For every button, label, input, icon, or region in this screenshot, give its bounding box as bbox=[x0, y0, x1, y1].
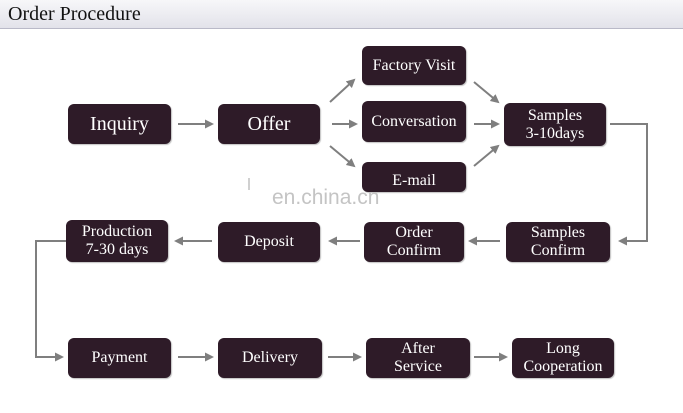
node-conversation: Conversation bbox=[362, 101, 466, 142]
node-samples-confirm: Samples Confirm bbox=[506, 222, 610, 262]
arrow-samples-samples-confirm bbox=[610, 123, 648, 246]
watermark: en.china.cn bbox=[272, 186, 380, 209]
node-production: Production 7-30 days bbox=[66, 220, 168, 262]
node-deposit: Deposit bbox=[218, 222, 320, 262]
header-bar: Order Procedure bbox=[0, 0, 683, 29]
node-payment: Payment bbox=[68, 338, 171, 378]
page-title: Order Procedure bbox=[8, 3, 141, 25]
node-factory-visit: Factory Visit bbox=[362, 46, 466, 85]
node-samples: Samples 3-10days bbox=[504, 103, 606, 146]
node-after-service: After Service bbox=[366, 338, 470, 378]
arrow-offer-factory-visit bbox=[329, 78, 356, 103]
watermark-glyph bbox=[248, 178, 260, 190]
node-order-confirm: Order Confirm bbox=[364, 222, 464, 262]
arrow-offer-email bbox=[329, 145, 356, 168]
node-long-cooperation: Long Cooperation bbox=[512, 338, 614, 378]
node-email: E-mail bbox=[362, 162, 466, 192]
arrow-email-samples bbox=[473, 144, 500, 167]
node-inquiry: Inquiry bbox=[68, 104, 171, 144]
arrow-factory-visit-samples bbox=[473, 81, 500, 104]
node-delivery: Delivery bbox=[218, 338, 322, 378]
node-offer: Offer bbox=[218, 104, 320, 144]
arrow-production-payment bbox=[35, 240, 66, 362]
